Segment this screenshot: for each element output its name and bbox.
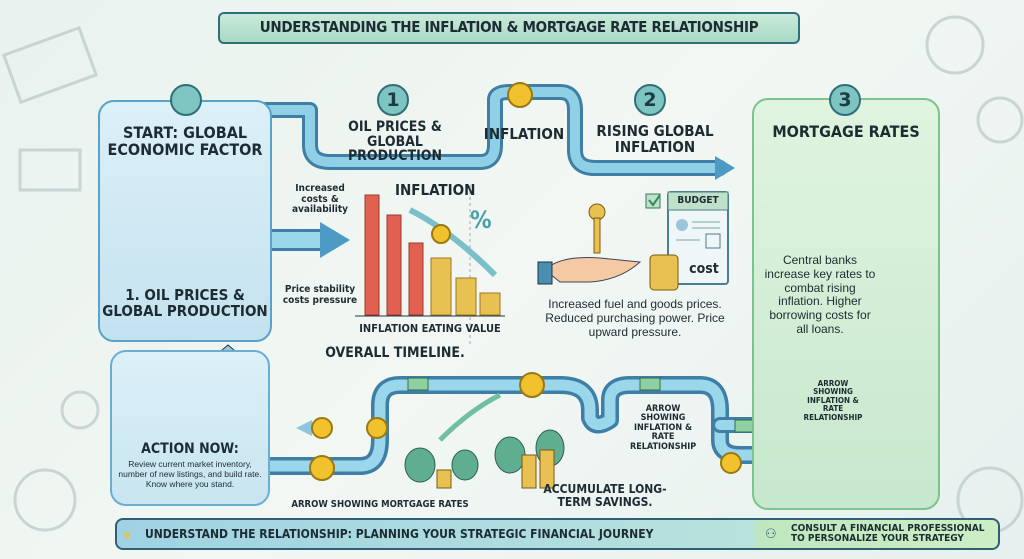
page-title: UNDERSTANDING THE INFLATION & MORTGAGE R… [218, 12, 800, 44]
step-3-label: MORTGAGE RATES [772, 122, 920, 141]
budget-document-icon [645, 191, 729, 291]
budget-cost: cost [689, 261, 719, 277]
label-savings: ACCUMULATE LONG-TERM SAVINGS. [543, 482, 667, 509]
action-text: Review current market inventory, number … [118, 459, 262, 489]
step-2-label: RISING GLOBAL INFLATION [596, 122, 714, 156]
step-3-badge: 3 [829, 84, 861, 116]
budget-title: BUDGET [677, 195, 719, 206]
banner-left-text: UNDERSTAND THE RELATIONSHIP: PLANNING YO… [145, 526, 654, 541]
start-footer: 1. OIL PRICES & GLOBAL PRODUCTION [102, 286, 268, 320]
inflation-bars [355, 194, 505, 317]
step-2-description: Increased fuel and goods prices. Reduced… [545, 297, 725, 339]
start-panel [98, 100, 272, 342]
banner-right-text: CONSULT A FINANCIAL PROFESSIONAL TO PERS… [791, 522, 985, 544]
mortgage-panel [752, 98, 940, 510]
bottom-banner: ● UNDERSTAND THE RELATIONSHIP: PLANNING … [115, 518, 1000, 550]
arrow-note-top: Increased costs & availability [291, 183, 349, 215]
start-node-icon [170, 84, 202, 116]
arrow-head-icon [320, 222, 350, 258]
step-2-badge: 2 [634, 84, 666, 116]
key-hand-icon [537, 203, 642, 285]
advisor-icon: ⚇ [765, 526, 777, 541]
inflation-chart-heading: INFLATION [395, 181, 476, 199]
lightbulb-icon: ● [123, 526, 132, 542]
timeline-heading: OVERALL TIMELINE. [325, 345, 465, 361]
label-relationship: ARROW SHOWING INFLATION & RATE RELATIONS… [630, 404, 697, 452]
step-1-label: OIL PRICES & GLOBAL PRODUCTION [347, 119, 443, 165]
arrow-note-bottom: Price stability costs pressure [282, 284, 358, 306]
action-heading: ACTION NOW: [141, 441, 239, 457]
step-3-text: Central banks increase key rates to comb… [764, 253, 876, 336]
start-heading: START: GLOBAL ECONOMIC FACTOR [107, 123, 263, 159]
pipe-inflation-label: INFLATION [483, 125, 565, 143]
inflation-chart-caption: INFLATION EATING VALUE [359, 322, 501, 335]
label-mortgage-rates: ARROW SHOWING MORTGAGE RATES [291, 499, 469, 510]
step-3-description: Central banks increase key rates to comb… [764, 253, 936, 337]
action-panel [110, 350, 270, 506]
label-right-relationship: ARROW SHOWING INFLATION & RATE RELATIONS… [803, 379, 863, 422]
percent-icon: % [470, 206, 492, 234]
step-1-badge: 1 [377, 84, 409, 116]
